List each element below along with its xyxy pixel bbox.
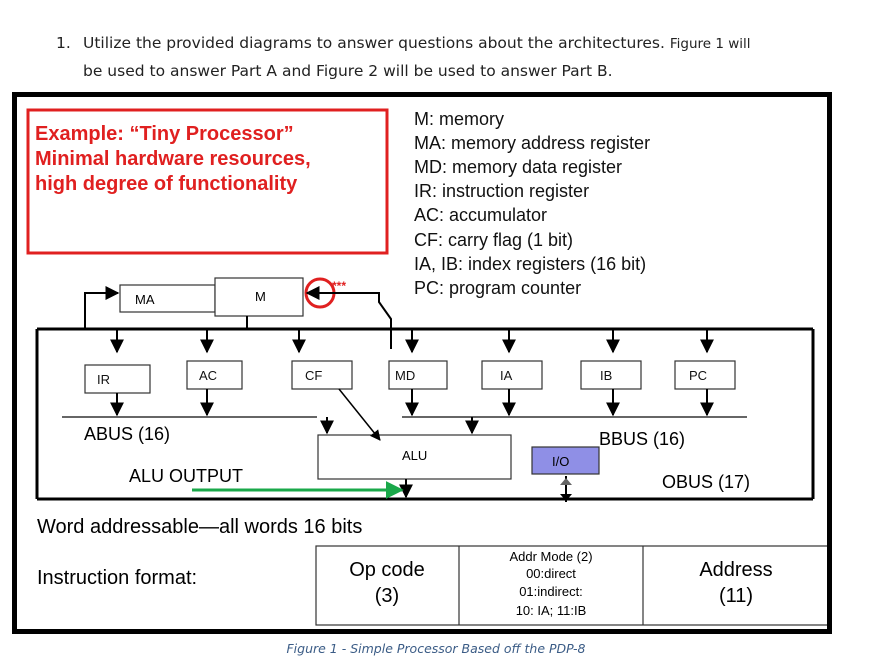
mode-line1: 00:direct (526, 566, 576, 581)
io-up-arrowhead (560, 478, 572, 485)
io-block (531, 446, 600, 475)
io-down-arrowhead (560, 494, 572, 501)
legend-item: PC: program counter (414, 278, 581, 298)
ia-register (481, 360, 543, 390)
legend-item: IR: instruction register (414, 181, 589, 201)
question-text: 1. Utilize the provided diagrams to answ… (56, 30, 856, 85)
ac-label: AC (199, 368, 217, 383)
md-label: MD (395, 368, 415, 383)
architecture-diagram: Example: “Tiny Processor” Minimal hardwa… (26, 108, 831, 626)
ma-label: MA (135, 292, 155, 307)
legend-item: MA: memory address register (414, 133, 650, 153)
legend-item: IA, IB: index registers (16 bit) (414, 254, 646, 274)
register-input-arrows (110, 329, 714, 354)
alu-block (317, 434, 512, 480)
bbus-label: BBUS (16) (599, 429, 685, 449)
example-title-line2: Minimal hardware resources, (35, 148, 311, 170)
mode-title: Addr Mode (2) (509, 549, 592, 564)
question-text-main: Utilize the provided diagrams to answer … (83, 34, 665, 52)
ib-label: IB (600, 368, 612, 383)
alu-label: ALU (402, 448, 427, 463)
cf-to-alu-arrow (338, 388, 381, 441)
ir-label: IR (97, 372, 110, 387)
io-label: I/O (552, 454, 569, 469)
legend: M: memory MA: memory address register MD… (414, 109, 650, 298)
legend-item: M: memory (414, 109, 504, 129)
example-title-line3: high degree of functionality (35, 173, 298, 195)
mode-line3: 10: IA; 11:IB (516, 603, 587, 618)
address-bits: (11) (719, 585, 753, 607)
legend-item: AC: accumulator (414, 205, 547, 225)
stars-marker: *** (332, 279, 346, 293)
mode-line2: 01:indirect: (519, 584, 583, 599)
figure-frame: Example: “Tiny Processor” Minimal hardwa… (12, 92, 832, 634)
bus-to-ma-arrow (84, 286, 120, 329)
abus-label: ABUS (16) (84, 424, 170, 444)
example-box (26, 108, 389, 255)
figure-caption: Figure 1 - Simple Processor Based off th… (286, 641, 586, 656)
legend-item: CF: carry flag (1 bit) (414, 230, 573, 250)
ac-register (186, 360, 243, 390)
ir-register (84, 364, 151, 394)
ib-register (580, 360, 642, 390)
opcode-title: Op code (349, 559, 425, 581)
memory-block (214, 277, 304, 317)
pc-register (674, 360, 736, 390)
address-title: Address (699, 559, 772, 581)
question-number: 1. (56, 34, 71, 52)
word-addressable-note: Word addressable—all words 16 bits (37, 516, 362, 538)
cf-register (291, 360, 353, 390)
opcode-bits: (3) (375, 585, 399, 607)
pc-label: PC (689, 368, 707, 383)
example-title-line1: Example: “Tiny Processor” (35, 123, 294, 145)
ia-label: IA (500, 368, 513, 383)
ma-register (119, 284, 216, 313)
memory-label: M (255, 289, 266, 304)
legend-item: MD: memory data register (414, 157, 622, 177)
instruction-format-label: Instruction format: (37, 567, 197, 589)
instruction-format-table (315, 545, 831, 626)
obus-label: OBUS (17) (662, 472, 750, 492)
md-register (388, 360, 448, 390)
md-to-memory-arrow (305, 286, 392, 349)
cf-label: CF (305, 368, 322, 383)
register-output-arrows (110, 389, 714, 417)
alu-output-label: ALU OUTPUT (129, 466, 243, 486)
question-text-line2: be used to answer Part A and Figure 2 wi… (83, 62, 613, 80)
question-text-small: Figure 1 will (669, 36, 751, 52)
